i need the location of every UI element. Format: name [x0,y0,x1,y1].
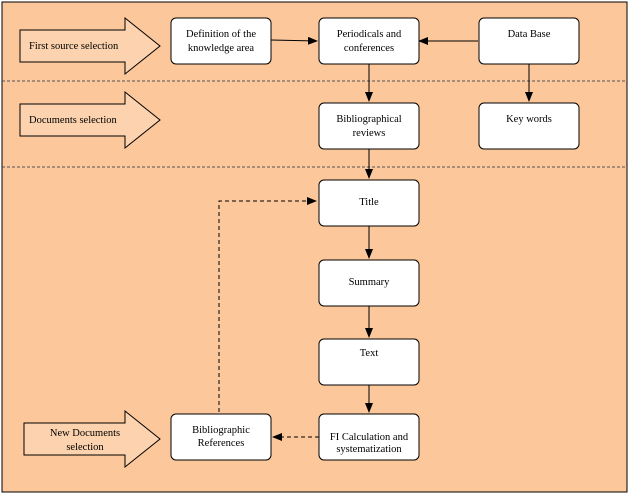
node-definition: Definition of the knowledge area [170,17,272,65]
node-fi-calculation-line1: FI Calculation and [330,432,409,443]
stage-label-documents: Documents selection [29,115,118,126]
node-text: Text [318,338,420,386]
node-bibliographical-reviews-line1: Bibliographical [336,114,401,125]
node-database-label: Data Base [508,29,551,40]
node-definition-line2: knowledge area [188,43,255,54]
node-bibliographic-references-line2: References [198,438,245,449]
edges [218,36,533,441]
node-periodicals-line2: conferences [344,43,394,54]
stage-label-new-documents-line1: New Documents [50,428,120,439]
node-title-label: Title [359,197,379,208]
node-text-label: Text [360,348,379,359]
stage-label-first-source: First source selection [29,41,119,52]
edge-definition-to-periodicals [270,36,318,45]
node-database: Data Base [478,17,580,65]
node-fi-calculation: FI Calculation and systematization [318,413,420,461]
stage-first-source-selection: First source selection [19,16,161,76]
stage-new-documents-selection: New Documents selection [23,409,161,469]
node-bibliographical-reviews: Bibliographical reviews [318,102,420,150]
node-summary: Summary [318,259,420,307]
stage-documents-selection: Documents selection [19,90,161,150]
node-key-words: Key words [478,102,580,150]
node-bibliographic-references: Bibliographic References [170,413,272,461]
stage-label-new-documents-line2: selection [66,442,104,453]
node-periodicals: Periodicals and conferences [318,17,420,65]
node-summary-label: Summary [349,277,391,288]
node-fi-calculation-line2: systematization [336,444,402,455]
node-definition-line1: Definition of the [186,29,256,40]
edge-bibliographic-references-to-title [218,197,317,412]
node-bibliographic-references-line1: Bibliographic [192,425,250,436]
node-periodicals-line1: Periodicals and [337,29,402,40]
node-key-words-label: Key words [506,114,552,125]
node-title: Title [318,179,420,227]
node-bibliographical-reviews-line2: reviews [353,128,386,139]
